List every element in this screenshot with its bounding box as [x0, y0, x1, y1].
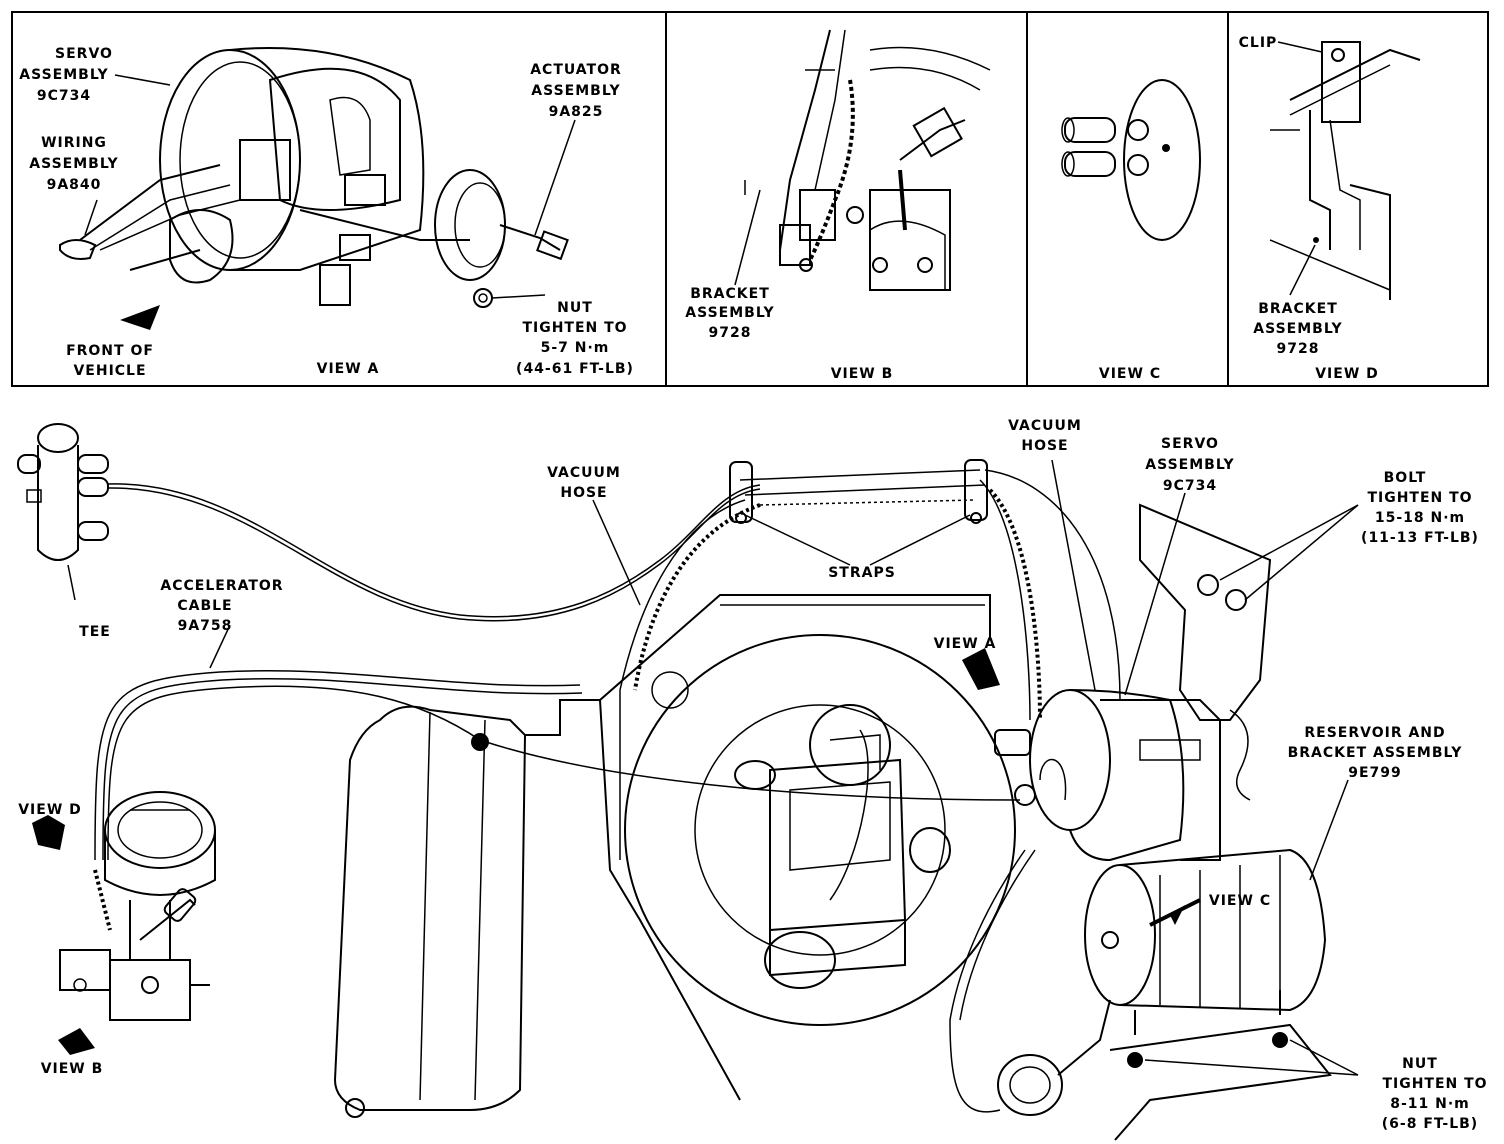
view-a-front-l2: VEHICLE: [73, 363, 146, 379]
servo-bracket: [1139, 503, 1272, 801]
label-view-c: VIEW C: [1209, 893, 1271, 909]
view-a-nut-l1: NUT: [557, 300, 593, 316]
view-b-bracket-l3: 9728: [709, 325, 752, 341]
view-a-drawing: [59, 47, 569, 330]
straps: [729, 459, 988, 566]
view-a-actuator-l2: ASSEMBLY: [531, 83, 620, 99]
firewall-outline: [599, 594, 991, 1101]
view-d-bracket-l1: BRACKET: [1258, 301, 1338, 317]
view-d-labels: CLIP BRACKET ASSEMBLY 9728 VIEW D: [1239, 35, 1379, 382]
view-a-servo-l2: ASSEMBLY: [19, 67, 108, 83]
view-a-servo-l1: SERVO: [55, 46, 113, 62]
view-a-labels: SERVO ASSEMBLY 9C734 WIRING ASSEMBLY 9A8…: [19, 46, 634, 379]
label-servo-l3: 9C734: [1163, 478, 1217, 494]
view-a-servo-l3: 9C734: [37, 88, 91, 104]
label-bolt-l4: (11-13 FT-LB): [1361, 530, 1479, 546]
valve-cover: [333, 699, 600, 1118]
view-a-nut-l4: (44-61 FT-LB): [516, 361, 634, 377]
reservoir-bracket: [1109, 990, 1332, 1141]
carburetor: [59, 791, 216, 1021]
label-tee: TEE: [79, 624, 111, 640]
label-bolt-l2: TIGHTEN TO: [1367, 490, 1472, 506]
view-d-leaders: [1277, 41, 1323, 296]
tee-fitting: [17, 423, 109, 601]
view-c-drawing: [1061, 79, 1201, 241]
master-cylinder: [734, 704, 951, 989]
view-a-leaders: [84, 74, 576, 299]
view-d-clip: CLIP: [1239, 35, 1278, 51]
view-a-title: VIEW A: [317, 361, 380, 377]
label-bolt-l1: BOLT: [1384, 470, 1427, 486]
label-vacuum-left-l1: VACUUM: [547, 465, 621, 481]
label-vacuum-right-l1: VACUUM: [1008, 418, 1082, 434]
view-a-nut-l3: 5-7 N·m: [541, 340, 610, 356]
label-view-d: VIEW D: [18, 802, 82, 818]
view-b-drawing: [744, 29, 991, 291]
label-servo-l1: SERVO: [1161, 436, 1219, 452]
vacuum-hose-lines: [107, 469, 1121, 721]
view-b-bracket-l2: ASSEMBLY: [685, 305, 774, 321]
actuator-lower: [949, 849, 1111, 1116]
label-nut-l3: 8-11 N·m: [1390, 1096, 1470, 1112]
label-accelerator-l2: CABLE: [177, 598, 232, 614]
view-a-front-l1: FRONT OF: [66, 343, 154, 359]
main-leaders: [592, 459, 1359, 1076]
view-a-arrow: [962, 648, 1000, 690]
label-straps: STRAPS: [828, 565, 896, 581]
label-bolt-l3: 15-18 N·m: [1375, 510, 1465, 526]
view-a-wiring-l2: ASSEMBLY: [29, 156, 118, 172]
view-b-arrow: [58, 1028, 95, 1055]
servo-assembly: [994, 689, 1221, 862]
label-servo-l2: ASSEMBLY: [1145, 457, 1234, 473]
label-reservoir-l1: RESERVOIR AND: [1304, 725, 1445, 741]
view-a-actuator-l1: ACTUATOR: [530, 62, 622, 78]
view-d-bracket-l3: 9728: [1277, 341, 1320, 357]
view-arrows: [32, 648, 1000, 1055]
view-b-labels: BRACKET ASSEMBLY 9728 VIEW B: [685, 286, 894, 382]
view-c-labels: VIEW C: [1099, 366, 1161, 382]
label-reservoir-l3: 9E799: [1348, 765, 1402, 781]
view-b-title: VIEW B: [831, 366, 894, 382]
main-labels: TEE ACCELERATOR CABLE 9A758 VACUUM HOSE …: [18, 418, 1487, 1132]
label-nut-l4: (6-8 FT-LB): [1382, 1116, 1478, 1132]
reservoir-canister: [1084, 848, 1327, 1012]
label-view-b: VIEW B: [41, 1061, 104, 1077]
label-vacuum-right-l2: HOSE: [1021, 438, 1068, 454]
label-vacuum-left-l2: HOSE: [560, 485, 607, 501]
view-d-bracket-l2: ASSEMBLY: [1253, 321, 1342, 337]
label-accelerator-l1: ACCELERATOR: [160, 578, 283, 594]
label-accelerator-l3: 9A758: [178, 618, 233, 634]
view-a-actuator-l3: 9A825: [549, 104, 604, 120]
accelerator-cable: [94, 624, 1021, 861]
view-d-title: VIEW D: [1315, 366, 1379, 382]
brake-booster: [624, 634, 1016, 1026]
view-a-wiring-l1: WIRING: [41, 135, 107, 151]
label-nut-l2: TIGHTEN TO: [1382, 1076, 1487, 1092]
view-b-bracket-l1: BRACKET: [690, 286, 770, 302]
view-d-drawing: [1269, 41, 1421, 300]
label-reservoir-l2: BRACKET ASSEMBLY: [1288, 745, 1463, 761]
inset-frames: [11, 11, 1489, 387]
view-a-nut-l2: TIGHTEN TO: [522, 320, 627, 336]
view-b-leaders: [734, 189, 761, 286]
label-view-a: VIEW A: [934, 636, 997, 652]
view-d-arrow: [32, 815, 65, 850]
view-c-title: VIEW C: [1099, 366, 1161, 382]
view-a-wiring-l3: 9A840: [47, 177, 102, 193]
label-nut-l1: NUT: [1402, 1056, 1438, 1072]
